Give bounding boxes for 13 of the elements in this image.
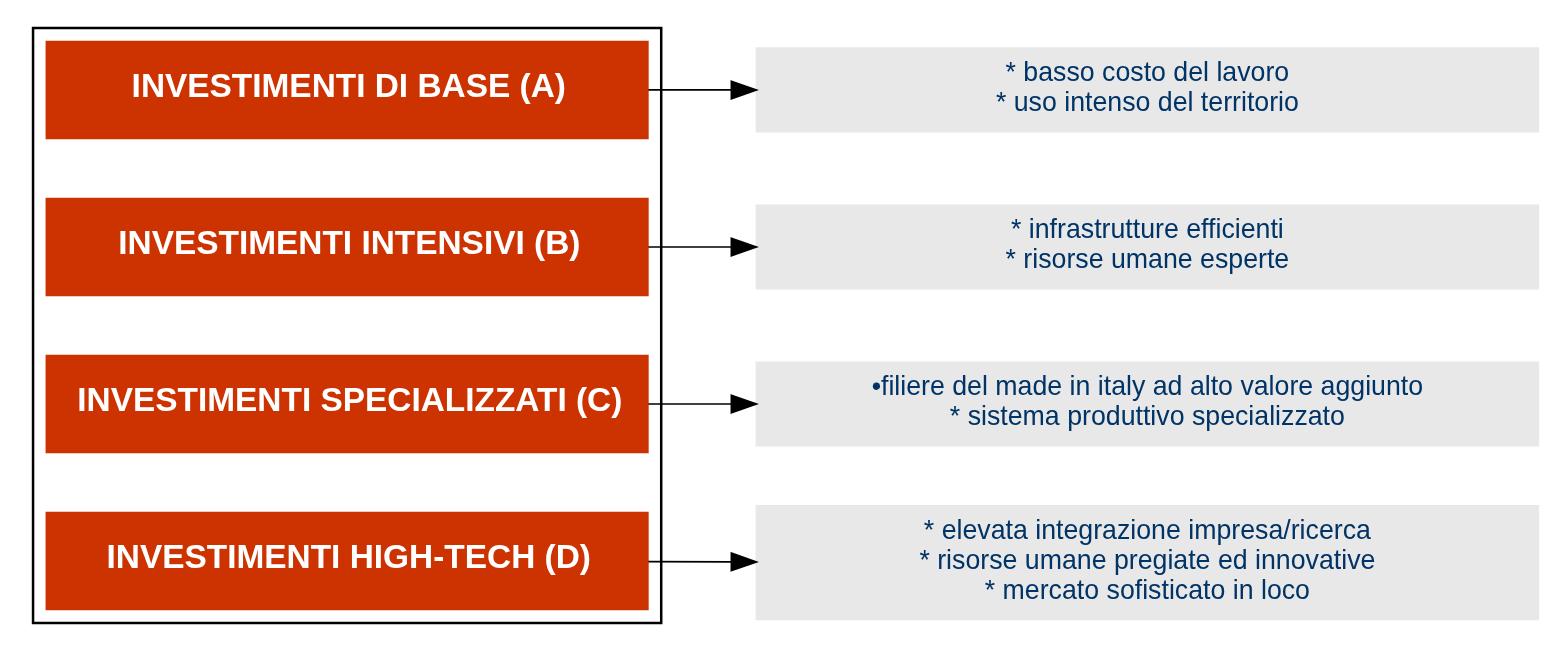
- node-box: INVESTIMENTI HIGH-TECH (D): [45, 511, 649, 611]
- node-box: INVESTIMENTI DI BASE (A): [45, 40, 649, 140]
- arrow: [647, 237, 759, 257]
- node-box: INVESTIMENTI SPECIALIZZATI (C): [45, 354, 649, 454]
- node-box: * infrastrutture efficienti * risorse umane esperte: [755, 204, 1540, 290]
- cluster: [31, 26, 663, 625]
- node-box: * basso costo del lavoro * uso intenso del territorio: [755, 47, 1540, 133]
- arrow: [647, 551, 759, 572]
- node-box: INVESTIMENTI INTENSIVI (B): [45, 197, 649, 297]
- arrow: [647, 80, 759, 100]
- node-box: •filiere del made in italy ad alto valore aggiunto * sistema produttivo specializzato: [755, 361, 1540, 447]
- arrow: [647, 394, 759, 414]
- node-box: * elevata integrazione impresa/ricerca * risorse umane pregiate ed innovative * mercato sofisticato in loco: [755, 505, 1540, 621]
